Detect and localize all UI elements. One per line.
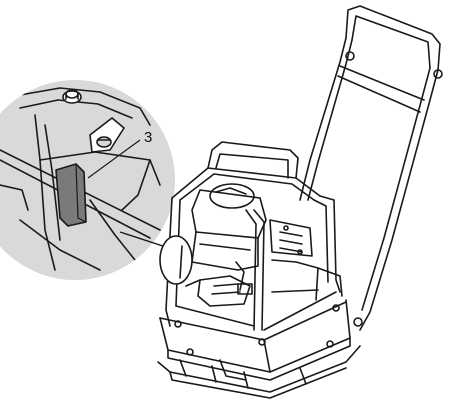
callout-3: 3 [87,129,152,179]
side-housing [271,259,343,301]
base-plate [157,299,361,399]
engine [185,183,313,307]
detail-location-circle [159,235,193,285]
detail-zoom-view [0,80,175,280]
lifting-bar [207,141,299,179]
detail-frame-tube [19,87,151,126]
guide-handle [299,5,443,331]
callout-label: 3 [144,129,152,146]
plate-compactor [157,5,443,399]
detail-bolt [62,89,82,104]
detail-part-3 [55,163,87,227]
callout-leader-line [87,139,141,179]
detail-mounting-bracket [89,117,125,153]
detail-circle-background [0,80,175,280]
